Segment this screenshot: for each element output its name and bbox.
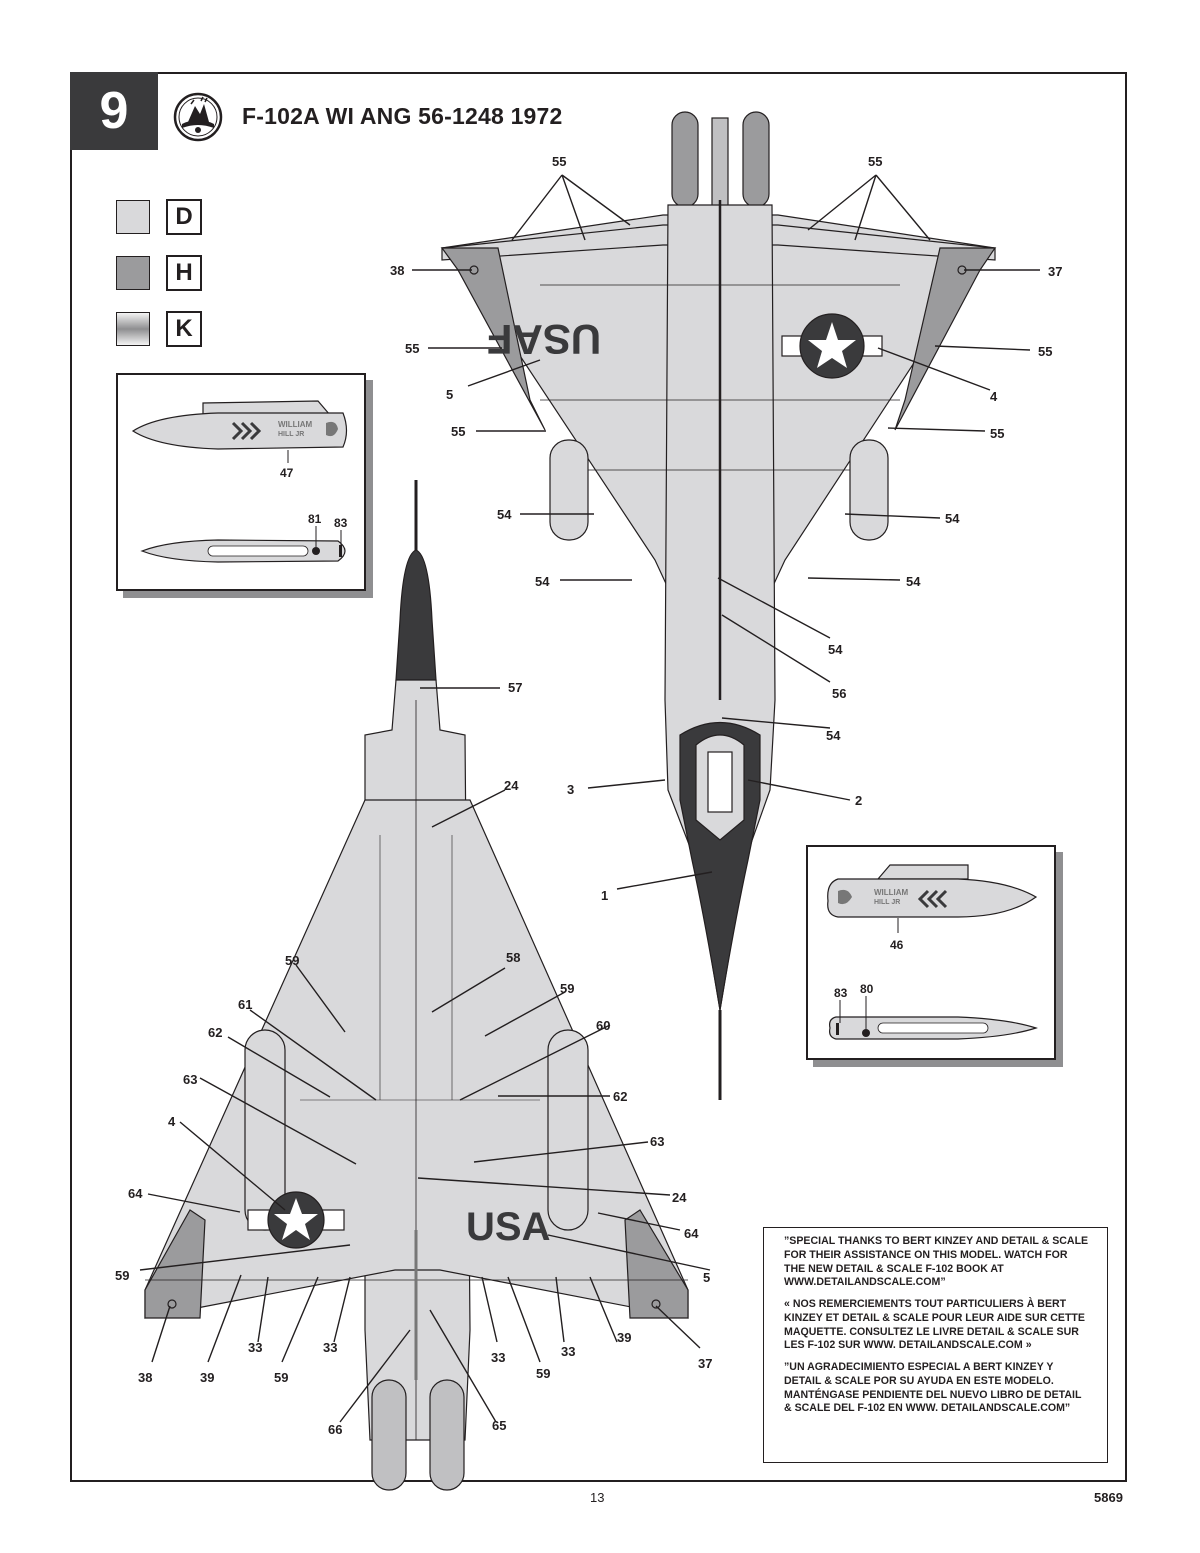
svg-text:WILLIAM: WILLIAM: [874, 888, 909, 897]
kit-catalog-number: 5869: [1094, 1490, 1123, 1505]
callout-54: 54: [906, 574, 921, 589]
color-swatch-d: [116, 200, 150, 234]
callout-55: 55: [552, 154, 566, 169]
callout-37: 37: [698, 1356, 712, 1371]
callout-63: 63: [650, 1134, 664, 1149]
callout-59: 59: [536, 1366, 550, 1381]
note-french: « NOS REMERCIEMENTS TOUT PARTICULIERS À …: [784, 1298, 1085, 1352]
callout-38: 38: [138, 1370, 152, 1385]
page-number: 13: [590, 1490, 605, 1505]
callout-62: 62: [208, 1025, 222, 1040]
callout-54: 54: [826, 728, 841, 743]
note-english: ”SPECIAL THANKS TO BERT KINZEY AND DETAI…: [784, 1235, 1089, 1289]
callout-2: 2: [855, 793, 862, 808]
callout-64: 64: [684, 1226, 699, 1241]
callout-33: 33: [491, 1350, 505, 1365]
callout-5: 5: [446, 387, 453, 402]
callout-55: 55: [451, 424, 465, 439]
tank-diagram-right: WILLIAM HILL JR 46 83 80: [827, 864, 1038, 1040]
callout-37: 37: [1048, 264, 1062, 279]
callout-54: 54: [828, 642, 843, 657]
leader-lines: [139, 174, 1040, 1423]
color-code-d: D: [166, 199, 202, 235]
aircraft-top-view: USAF: [440, 111, 997, 1100]
svg-text:WILLIAM: WILLIAM: [278, 420, 313, 429]
usaf-marking: USAF: [487, 316, 601, 363]
note-spanish: ”UN AGRADECIMIENTO ESPECIAL A BERT KINZE…: [784, 1361, 1082, 1415]
callout-5: 5: [703, 1270, 710, 1285]
step-number-badge: 9: [70, 72, 158, 150]
callout-47: 47: [280, 466, 294, 480]
callout-66: 66: [328, 1422, 342, 1437]
callout-81: 81: [308, 512, 322, 526]
callout-59: 59: [285, 953, 299, 968]
svg-text:HILL JR: HILL JR: [278, 431, 304, 438]
callout-57: 57: [508, 680, 522, 695]
callout-58: 58: [506, 950, 520, 965]
callout-59: 59: [560, 981, 574, 996]
tank-diagram-left: WILLIAM HILL JR 47 81 83: [131, 400, 348, 563]
aircraft-bottom-view: USA: [144, 480, 689, 1491]
callout-39: 39: [617, 1330, 631, 1345]
acknowledgement-notes: ”SPECIAL THANKS TO BERT KINZEY AND DETAI…: [763, 1227, 1108, 1463]
callout-62: 62: [613, 1089, 627, 1104]
callout-24: 24: [672, 1190, 687, 1205]
callout-38: 38: [390, 263, 404, 278]
callout-63: 63: [183, 1072, 197, 1087]
callout-33: 33: [248, 1340, 262, 1355]
page-title: F-102A WI ANG 56-1248 1972: [242, 103, 563, 129]
callout-83: 83: [334, 516, 348, 530]
callout-4: 4: [990, 389, 998, 404]
callout-59: 59: [274, 1370, 288, 1385]
color-code-k: K: [166, 311, 202, 347]
callout-54: 54: [535, 574, 550, 589]
callout-55: 55: [1038, 344, 1052, 359]
callout-83: 83: [834, 986, 848, 1000]
callout-65: 65: [492, 1418, 506, 1433]
callout-1: 1: [601, 888, 608, 903]
wisconsin-ang-emblem-icon: [173, 92, 223, 142]
callout-3: 3: [567, 782, 574, 797]
callout-60: 60: [596, 1018, 610, 1033]
callout-55: 55: [405, 341, 419, 356]
callout-55: 55: [868, 154, 882, 169]
svg-text:HILL JR: HILL JR: [874, 899, 900, 906]
inset-right-pylon-tank: WILLIAM HILL JR 46 83 80: [806, 845, 1056, 1060]
callout-54: 54: [497, 507, 512, 522]
inset-left-pylon-tank: WILLIAM HILL JR 47 81 83: [116, 373, 366, 591]
callout-55: 55: [990, 426, 1004, 441]
callout-80: 80: [860, 982, 874, 996]
callout-61: 61: [238, 997, 252, 1012]
callout-4: 4: [168, 1114, 176, 1129]
star-insignia-bottom: [247, 1191, 345, 1249]
callout-24: 24: [504, 778, 519, 793]
color-swatch-k: [116, 312, 150, 346]
usa-marking: USA: [466, 1205, 550, 1249]
callout-33: 33: [323, 1340, 337, 1355]
color-swatch-h: [116, 256, 150, 290]
callout-33: 33: [561, 1344, 575, 1359]
star-insignia-top: [781, 313, 883, 379]
callout-56: 56: [832, 686, 846, 701]
callout-54: 54: [945, 511, 960, 526]
color-code-h: H: [166, 255, 202, 291]
callout-39: 39: [200, 1370, 214, 1385]
callout-46: 46: [890, 938, 904, 952]
callout-64: 64: [128, 1186, 143, 1201]
callout-59: 59: [115, 1268, 129, 1283]
instruction-frame: [70, 72, 1127, 1482]
